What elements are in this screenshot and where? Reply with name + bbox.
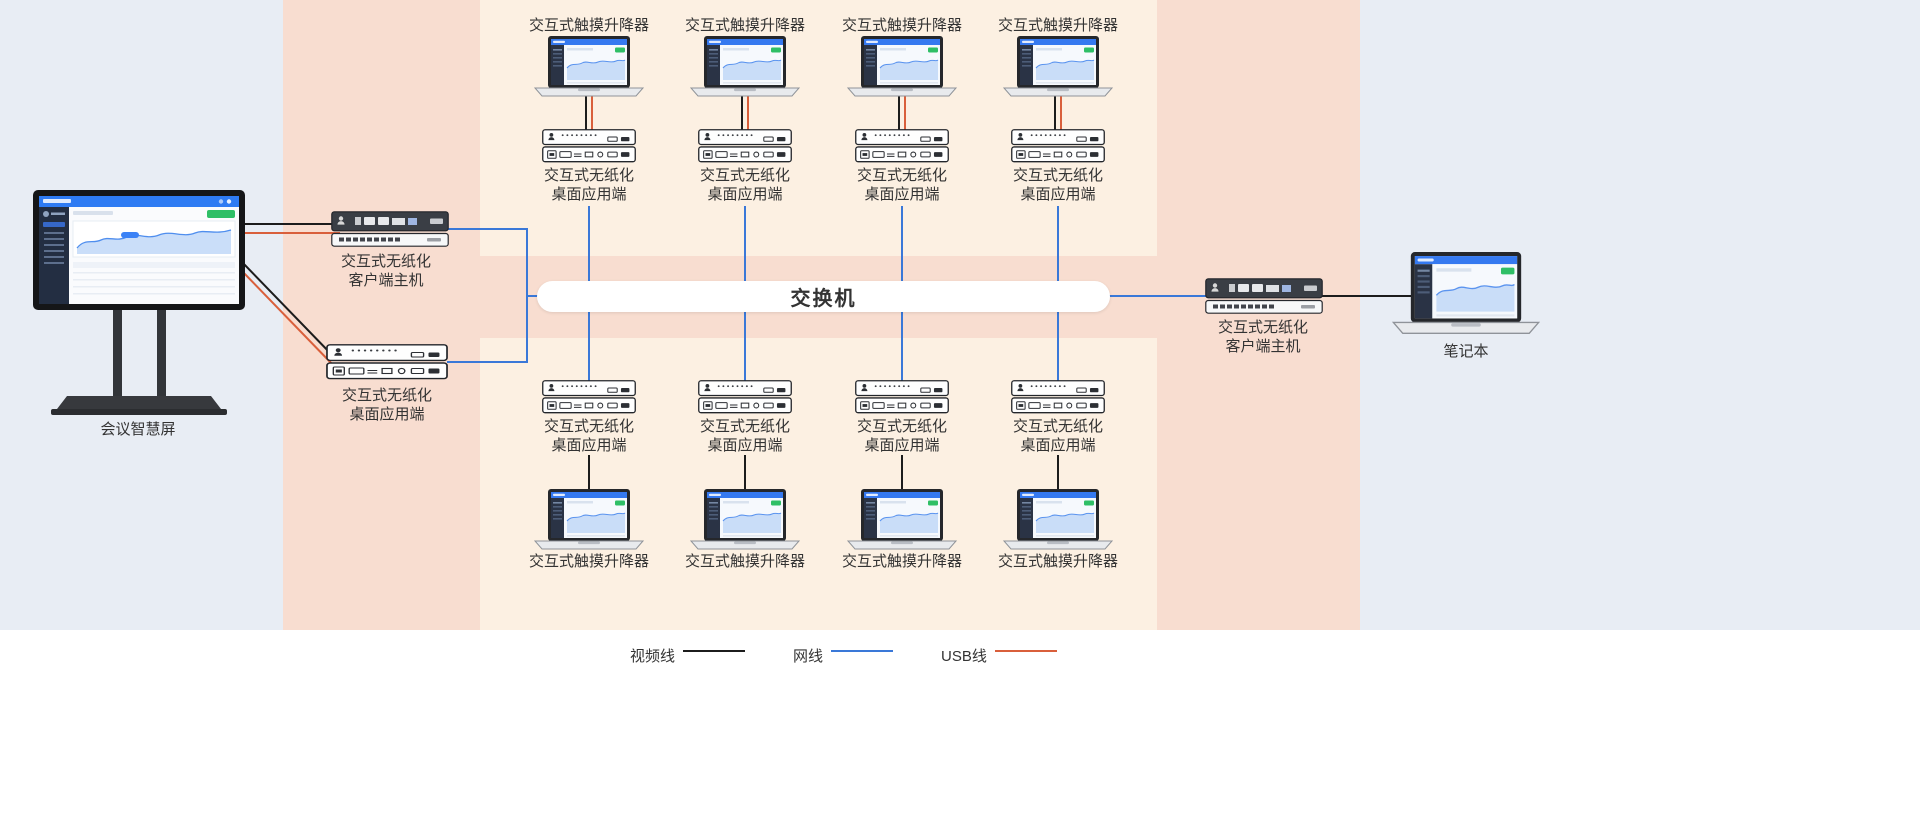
legend-network-label: 网线 bbox=[793, 648, 824, 665]
laptop-icon-top-2 bbox=[690, 36, 800, 98]
desktop-app-label-top-4-line2: 桌面应用端 bbox=[1020, 186, 1096, 203]
background-band-left-peach bbox=[283, 0, 480, 630]
rack-device-icon-top-2 bbox=[698, 129, 792, 163]
touch-lifter-label-top-4: 交互式触摸升降器 bbox=[997, 17, 1118, 34]
client-host-right-label: 交互式无纸化 客户端主机 bbox=[1183, 318, 1343, 356]
notebook-label: 笔记本 bbox=[1443, 343, 1489, 360]
desktop-app-label-bottom-1-line2: 桌面应用端 bbox=[551, 437, 627, 454]
desktop-app-label-top-1: 交互式无纸化 桌面应用端 bbox=[509, 166, 669, 204]
touch-lifter-label-bottom-1: 交互式触摸升降器 bbox=[528, 553, 649, 570]
legend-item-network: 网线 bbox=[793, 645, 894, 666]
desktop-app-label-bottom-3-line2: 桌面应用端 bbox=[864, 437, 940, 454]
rack-device-icon-bottom-1 bbox=[542, 380, 636, 414]
desktop-app-label-bottom-2-line1: 交互式无纸化 bbox=[699, 418, 790, 435]
wire-video-screen-desktop bbox=[240, 260, 335, 358]
notebook-icon bbox=[1392, 252, 1540, 336]
desktop-app-label-top-4-line1: 交互式无纸化 bbox=[1012, 167, 1103, 184]
touch-lifter-label-top-2: 交互式触摸升降器 bbox=[684, 17, 805, 34]
video-line-swatch bbox=[683, 649, 746, 652]
background-band-left-blue bbox=[0, 0, 283, 630]
rack-device-icon-top-3 bbox=[855, 129, 949, 163]
laptop-icon-bottom-2 bbox=[690, 489, 800, 551]
smart-screen-label: 会议智慧屏 bbox=[100, 421, 176, 438]
client-host-left-icon bbox=[331, 211, 449, 247]
desktop-app-left-label: 交互式无纸化 桌面应用端 bbox=[307, 386, 467, 424]
rack-device-icon-bottom-3 bbox=[855, 380, 949, 414]
desktop-app-label-bottom-3-line1: 交互式无纸化 bbox=[856, 418, 947, 435]
desktop-app-label-top-1-line1: 交互式无纸化 bbox=[543, 167, 634, 184]
desktop-app-label-top-2-line2: 桌面应用端 bbox=[707, 186, 783, 203]
client-host-left-label-line1: 交互式无纸化 bbox=[340, 253, 431, 270]
desktop-app-label-bottom-4-line1: 交互式无纸化 bbox=[1012, 418, 1103, 435]
desktop-app-label-top-3: 交互式无纸化 桌面应用端 bbox=[822, 166, 982, 204]
switch-node: 交换机 bbox=[537, 281, 1110, 312]
rack-device-icon-top-4 bbox=[1011, 129, 1105, 163]
usb-line-swatch bbox=[994, 649, 1057, 652]
client-host-left-label-line2: 客户端主机 bbox=[348, 272, 424, 289]
touch-lifter-label-bottom-3: 交互式触摸升降器 bbox=[841, 553, 962, 570]
desktop-app-label-top-3-line2: 桌面应用端 bbox=[864, 186, 940, 203]
touch-lifter-label-bottom-4: 交互式触摸升降器 bbox=[997, 553, 1118, 570]
laptop-icon-bottom-3 bbox=[847, 489, 957, 551]
wire-net-desktop-switch bbox=[447, 296, 528, 363]
background-band-right-peach bbox=[1157, 0, 1360, 630]
desktop-app-left-icon bbox=[326, 344, 448, 380]
desktop-app-label-bottom-4-line2: 桌面应用端 bbox=[1020, 437, 1096, 454]
legend-usb-label: USB线 bbox=[941, 648, 987, 665]
wire-usb-screen-desktop bbox=[240, 269, 335, 367]
client-host-right-label-line1: 交互式无纸化 bbox=[1217, 319, 1308, 336]
desktop-app-label-bottom-2-line2: 桌面应用端 bbox=[707, 437, 783, 454]
desktop-app-label-top-3-line1: 交互式无纸化 bbox=[856, 167, 947, 184]
laptop-icon-bottom-4 bbox=[1003, 489, 1113, 551]
touch-lifter-label-bottom-2: 交互式触摸升降器 bbox=[684, 553, 805, 570]
desktop-app-left-label-line2: 桌面应用端 bbox=[349, 406, 425, 423]
desktop-app-label-top-2-line1: 交互式无纸化 bbox=[699, 167, 790, 184]
legend-item-video: 视频线 bbox=[630, 645, 746, 666]
client-host-right-label-line2: 客户端主机 bbox=[1225, 338, 1301, 355]
laptop-icon-top-3 bbox=[847, 36, 957, 98]
desktop-app-left-label-line1: 交互式无纸化 bbox=[341, 387, 432, 404]
laptop-icon-top-4 bbox=[1003, 36, 1113, 98]
client-host-left-label: 交互式无纸化 客户端主机 bbox=[306, 252, 466, 290]
legend: 视频线 网线 USB线 bbox=[630, 645, 1057, 666]
touch-lifter-label-top-1: 交互式触摸升降器 bbox=[528, 17, 649, 34]
smart-screen-icon bbox=[33, 190, 245, 422]
desktop-app-label-top-4: 交互式无纸化 桌面应用端 bbox=[978, 166, 1138, 204]
legend-item-usb: USB线 bbox=[941, 645, 1057, 666]
switch-label: 交换机 bbox=[790, 288, 857, 310]
desktop-app-label-bottom-4: 交互式无纸化 桌面应用端 bbox=[978, 417, 1138, 455]
desktop-app-label-bottom-1-line1: 交互式无纸化 bbox=[543, 418, 634, 435]
laptop-icon-top-1 bbox=[534, 36, 644, 98]
network-line-swatch bbox=[831, 649, 894, 652]
rack-device-icon-bottom-2 bbox=[698, 380, 792, 414]
desktop-app-label-bottom-2: 交互式无纸化 桌面应用端 bbox=[665, 417, 825, 455]
desktop-app-label-top-2: 交互式无纸化 桌面应用端 bbox=[665, 166, 825, 204]
desktop-app-label-bottom-1: 交互式无纸化 桌面应用端 bbox=[509, 417, 669, 455]
laptop-icon-bottom-1 bbox=[534, 489, 644, 551]
touch-lifter-label-top-3: 交互式触摸升降器 bbox=[841, 17, 962, 34]
client-host-right-icon bbox=[1205, 278, 1323, 314]
rack-device-icon-top-1 bbox=[542, 129, 636, 163]
legend-video-label: 视频线 bbox=[630, 648, 676, 665]
rack-device-icon-bottom-4 bbox=[1011, 380, 1105, 414]
desktop-app-label-top-1-line2: 桌面应用端 bbox=[551, 186, 627, 203]
desktop-app-label-bottom-3: 交互式无纸化 桌面应用端 bbox=[822, 417, 982, 455]
